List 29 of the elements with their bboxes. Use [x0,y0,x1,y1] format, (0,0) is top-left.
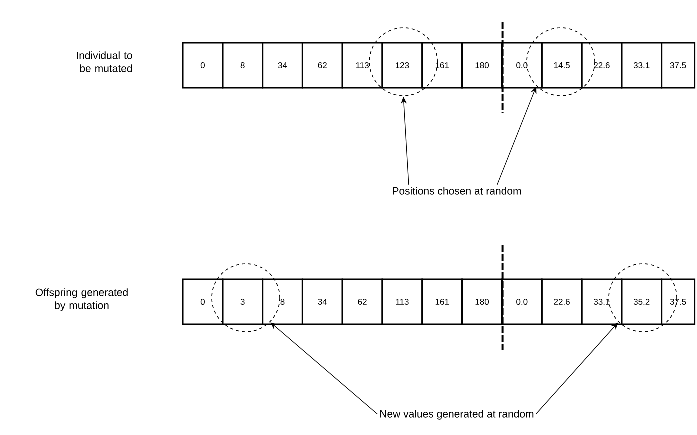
array-cell: 113 [382,278,424,326]
array-cell: 0 [182,278,224,326]
annotation-text: New values generated at random [380,410,534,420]
array-cell: 161 [422,278,464,326]
array-cell: 180 [462,42,503,89]
array-cell: 22.6 [581,42,623,89]
array-cell: 33.1 [581,278,623,326]
array-cell: 37.5 [661,42,696,89]
dashed-circle [369,28,438,96]
array-cell: 0.0 [501,42,543,89]
row-label: Individual to be mutated [77,52,132,72]
array-cell: 62 [342,278,384,326]
array-cell: 37.5 [661,278,696,326]
annotation-text: Positions chosen at random [393,187,522,195]
array-cell: 0 [182,42,224,89]
array-cell: 33.1 [621,42,663,89]
array-cell: 113 [342,42,384,89]
array-cell: 161 [422,42,464,89]
dashed-circle [526,28,596,96]
array-cell: 0.0 [501,278,543,326]
dashed-circle [212,264,280,332]
array-cell: 8 [262,278,304,326]
array-cell: 180 [462,278,503,326]
array-cell: 22.6 [541,278,583,326]
array-cell: 34 [262,42,304,89]
array-cell: 62 [302,42,344,89]
row-label: Offspring generated by mutation [36,288,128,312]
array-cell: 8 [222,42,264,89]
array-cell: 34 [302,278,344,326]
